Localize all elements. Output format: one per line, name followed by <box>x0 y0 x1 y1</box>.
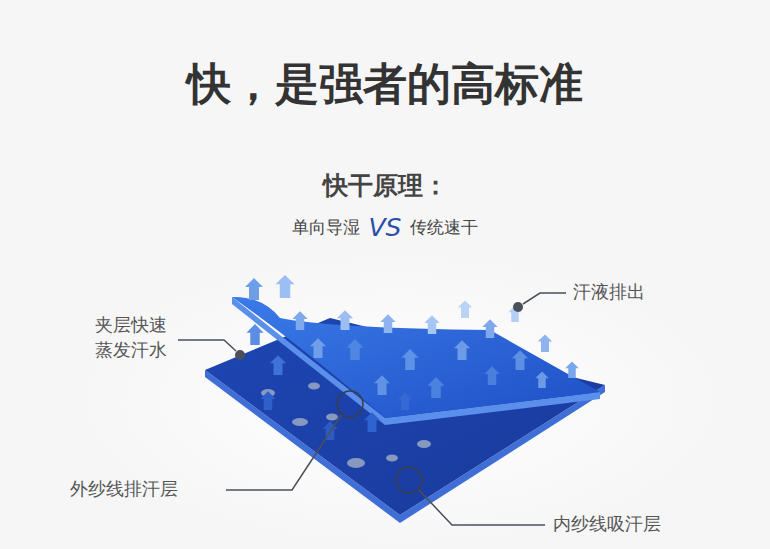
moisture-arrow <box>346 339 363 360</box>
moisture-arrow <box>535 372 549 389</box>
comparison-term: 单向导湿 <box>292 217 360 238</box>
moisture-arrow <box>565 362 579 379</box>
moisture-arrow <box>380 314 395 333</box>
moisture-arrow <box>482 319 497 338</box>
callout-ring <box>337 391 363 417</box>
moisture-arrow <box>454 340 470 360</box>
moisture-arrow <box>245 278 263 300</box>
moisture-arrow <box>337 310 353 330</box>
moisture-arrow <box>427 377 444 398</box>
moisture-arrow <box>484 366 499 385</box>
callout-label: 内纱线吸汗层 <box>553 513 661 536</box>
moisture-arrows <box>245 275 579 440</box>
moisture-arrow <box>270 355 286 375</box>
leader-line <box>178 340 236 351</box>
moisture-arrow <box>458 300 472 318</box>
sweat-drop <box>417 440 431 448</box>
callout-label: 外纱线排汗层 <box>70 478 178 501</box>
background-glow <box>70 250 730 549</box>
callout-ring <box>396 467 422 493</box>
sweat-drop <box>308 383 320 390</box>
outer-layer-edge <box>232 297 600 425</box>
moisture-arrow <box>310 338 326 358</box>
moisture-arrow <box>538 334 552 352</box>
moisture-arrow <box>398 392 412 410</box>
sweat-drop <box>326 414 338 421</box>
callout-label: 汗液排出 <box>573 281 645 304</box>
leader-line <box>226 414 342 490</box>
sweat-drop <box>386 455 398 462</box>
sweat-drop <box>347 458 365 468</box>
sweat-drops <box>261 383 431 469</box>
moisture-arrow <box>364 412 380 432</box>
sweat-drop <box>292 418 308 426</box>
moisture-arrow <box>246 324 263 345</box>
outer-layer <box>232 297 600 418</box>
leader-line <box>418 489 545 525</box>
moisture-arrow <box>292 311 307 330</box>
leader-line <box>523 293 566 304</box>
callout-label: 夹层快速 蒸发汗水 <box>95 312 173 362</box>
versus-mark: VS <box>369 212 402 243</box>
moisture-arrow <box>276 275 295 298</box>
moisture-arrow <box>374 375 390 395</box>
leader-lines <box>178 293 566 525</box>
moisture-arrow <box>401 349 418 370</box>
page-title: 快，是强者的高标准 <box>187 56 583 111</box>
callout-dot <box>513 302 523 312</box>
comparison-term: 传统速干 <box>410 217 478 238</box>
moisture-arrow <box>260 391 275 410</box>
callout-dot <box>235 350 245 360</box>
section-heading: 快干原理： <box>323 170 448 201</box>
moisture-arrow <box>424 315 439 334</box>
moisture-arrow <box>512 350 528 370</box>
